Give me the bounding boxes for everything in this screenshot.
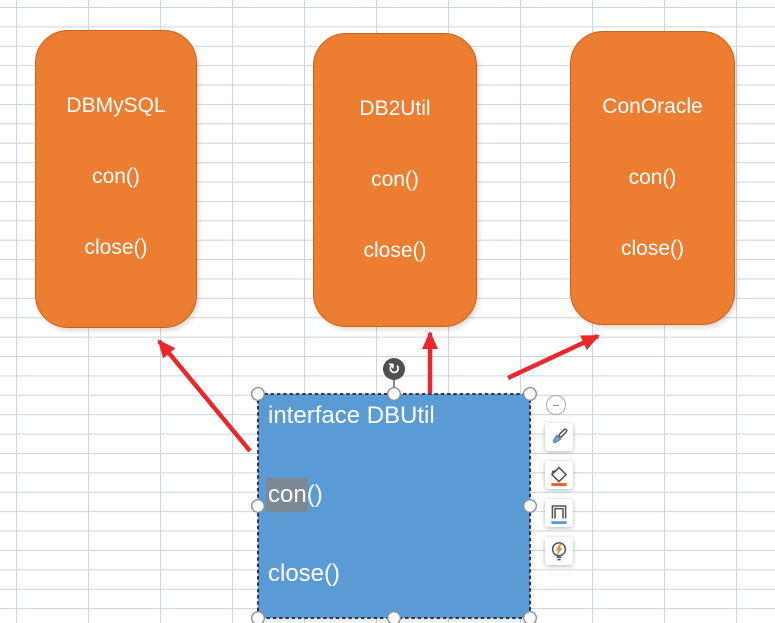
frame-icon — [551, 505, 567, 524]
class-title: ConOracle — [602, 95, 703, 118]
interface-method-con: con() — [266, 478, 323, 512]
minus-circle-icon: − — [552, 397, 560, 413]
interface-method-close: close() — [268, 560, 341, 587]
class-shape-conoracle[interactable]: ConOracle con() close() — [570, 31, 735, 325]
interface-title: interface DBUtil — [268, 402, 435, 429]
fill-bucket-icon — [550, 466, 568, 486]
class-title: DB2Util — [359, 97, 431, 120]
interface-shape[interactable]: interface DBUtil con() close() — [258, 394, 530, 618]
class-shape-db2util[interactable]: DB2Util con() close() — [313, 33, 477, 327]
fill-color-button[interactable] — [545, 461, 573, 489]
rotate-handle[interactable]: ↻ — [383, 358, 405, 380]
class-method-con: con() — [371, 168, 419, 191]
format-brush-button[interactable] — [545, 423, 573, 451]
class-method-close: close() — [84, 236, 148, 259]
arrow-to-dbmysql[interactable] — [157, 339, 252, 453]
arrow-to-conoracle[interactable] — [507, 333, 600, 381]
class-method-close: close() — [620, 237, 684, 260]
method-con-rest: () — [306, 481, 323, 508]
class-method-con: con() — [92, 165, 140, 188]
brush-icon — [552, 428, 568, 444]
collapse-toolbar-button[interactable]: − — [546, 395, 566, 415]
class-shape-dbmysql[interactable]: DBMySQL con() close() — [35, 30, 197, 328]
outline-style-button[interactable] — [545, 499, 573, 527]
class-title: DBMySQL — [66, 94, 166, 117]
rotate-icon: ↻ — [387, 359, 401, 378]
selected-text: con — [266, 478, 308, 512]
class-method-close: close() — [363, 239, 427, 262]
class-method-con: con() — [628, 166, 677, 189]
smart-recommend-button[interactable] — [545, 537, 573, 565]
bulb-bolt-icon — [551, 542, 567, 561]
